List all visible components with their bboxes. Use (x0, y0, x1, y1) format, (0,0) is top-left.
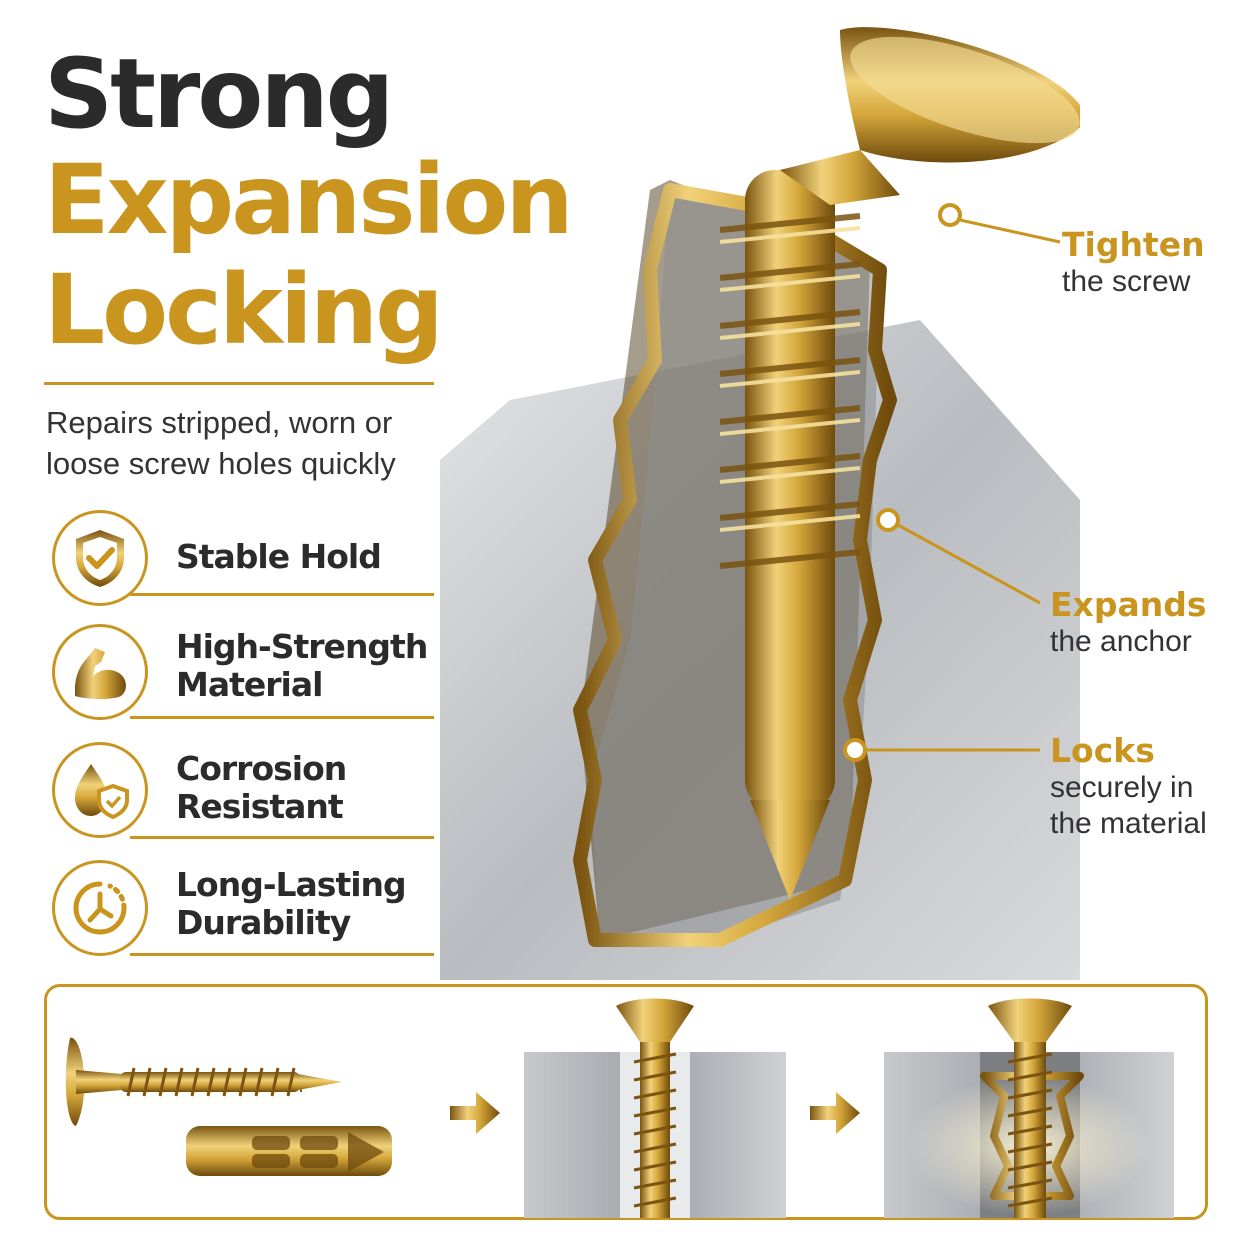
step-anchor-expanded (884, 998, 1174, 1218)
shield-check-icon (52, 510, 148, 606)
step-screw-and-anchor (65, 1037, 392, 1176)
feature-divider (130, 836, 434, 839)
headline-line-3: Locking (44, 254, 444, 366)
callout-tighten: Tighten the screw (1062, 225, 1205, 299)
feature-divider (130, 716, 434, 719)
arrow-right-icon (810, 1092, 860, 1134)
subtitle: Repairs stripped, worn or loose screw ho… (46, 405, 396, 481)
headline-line-2: Expansion (44, 144, 574, 256)
step-screw-inserted (524, 998, 786, 1218)
clock-icon (52, 860, 148, 956)
anchor-cross-section-illustration (440, 27, 1080, 980)
arrow-right-icon (450, 1092, 500, 1134)
headline-divider (44, 382, 434, 385)
feature-divider (130, 593, 434, 596)
water-drop-shield-icon (52, 742, 148, 838)
callout-locks: Locks securely in the material (1050, 731, 1207, 841)
callout-expands: Expands the anchor (1050, 585, 1207, 659)
screw-tip (750, 800, 830, 900)
headline-line-1: Strong (44, 38, 394, 150)
feature-stable-hold: Stable Hold (176, 537, 382, 576)
anchor-sleeve (186, 1126, 392, 1176)
feature-divider (130, 953, 434, 956)
flexed-arm-icon (52, 624, 148, 720)
